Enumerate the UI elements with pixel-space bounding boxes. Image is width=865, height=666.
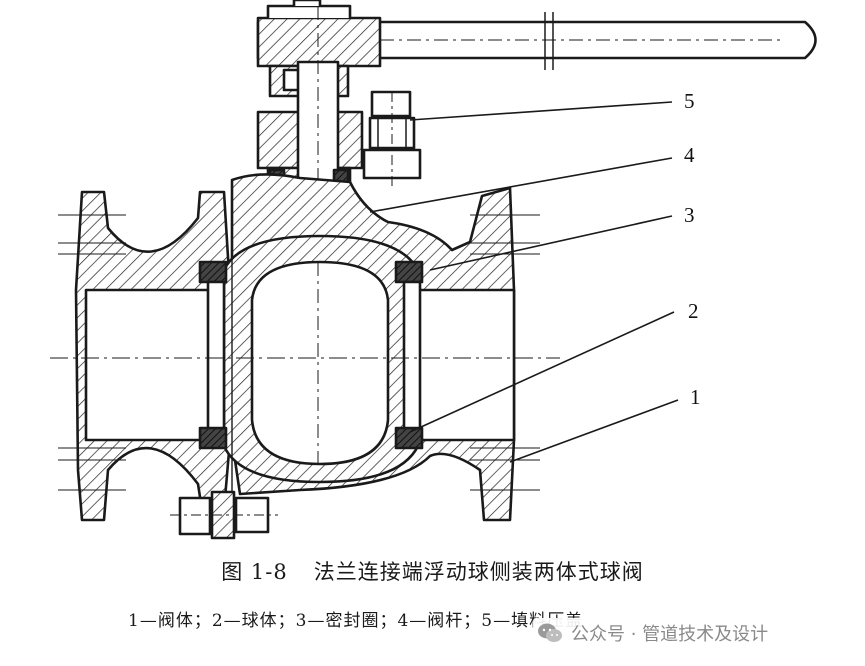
callout-4: 4 bbox=[684, 143, 695, 167]
caption-title: 法兰连接端浮动球侧装两体式球阀 bbox=[313, 560, 644, 584]
wechat-icon bbox=[538, 623, 562, 642]
seat-rings bbox=[198, 260, 424, 450]
packing-bolt bbox=[362, 90, 422, 190]
callout-5: 5 bbox=[684, 89, 695, 113]
caption-number: 图 1-8 bbox=[221, 560, 288, 584]
watermark-text: 公众号 · 管道技术及设计 bbox=[571, 624, 769, 645]
ball bbox=[222, 234, 420, 484]
ball-valve-drawing: 5 4 3 2 1 bbox=[50, 0, 817, 540]
parts-legend: 1—阀体；2—球体；3—密封圈；4—阀杆；5—填料压盖 bbox=[128, 611, 584, 631]
leader-lines bbox=[369, 101, 679, 463]
callout-2: 2 bbox=[688, 299, 699, 323]
flange-bolt-lines bbox=[58, 214, 540, 491]
callout-1: 1 bbox=[690, 385, 701, 409]
body-bolt bbox=[170, 490, 278, 540]
watermark: 公众号 · 管道技术及设计 bbox=[533, 618, 777, 648]
callout-3: 3 bbox=[684, 203, 695, 227]
handle-lever bbox=[256, 0, 817, 70]
figure-caption: 图 1-8 法兰连接端浮动球侧装两体式球阀 bbox=[0, 556, 865, 586]
